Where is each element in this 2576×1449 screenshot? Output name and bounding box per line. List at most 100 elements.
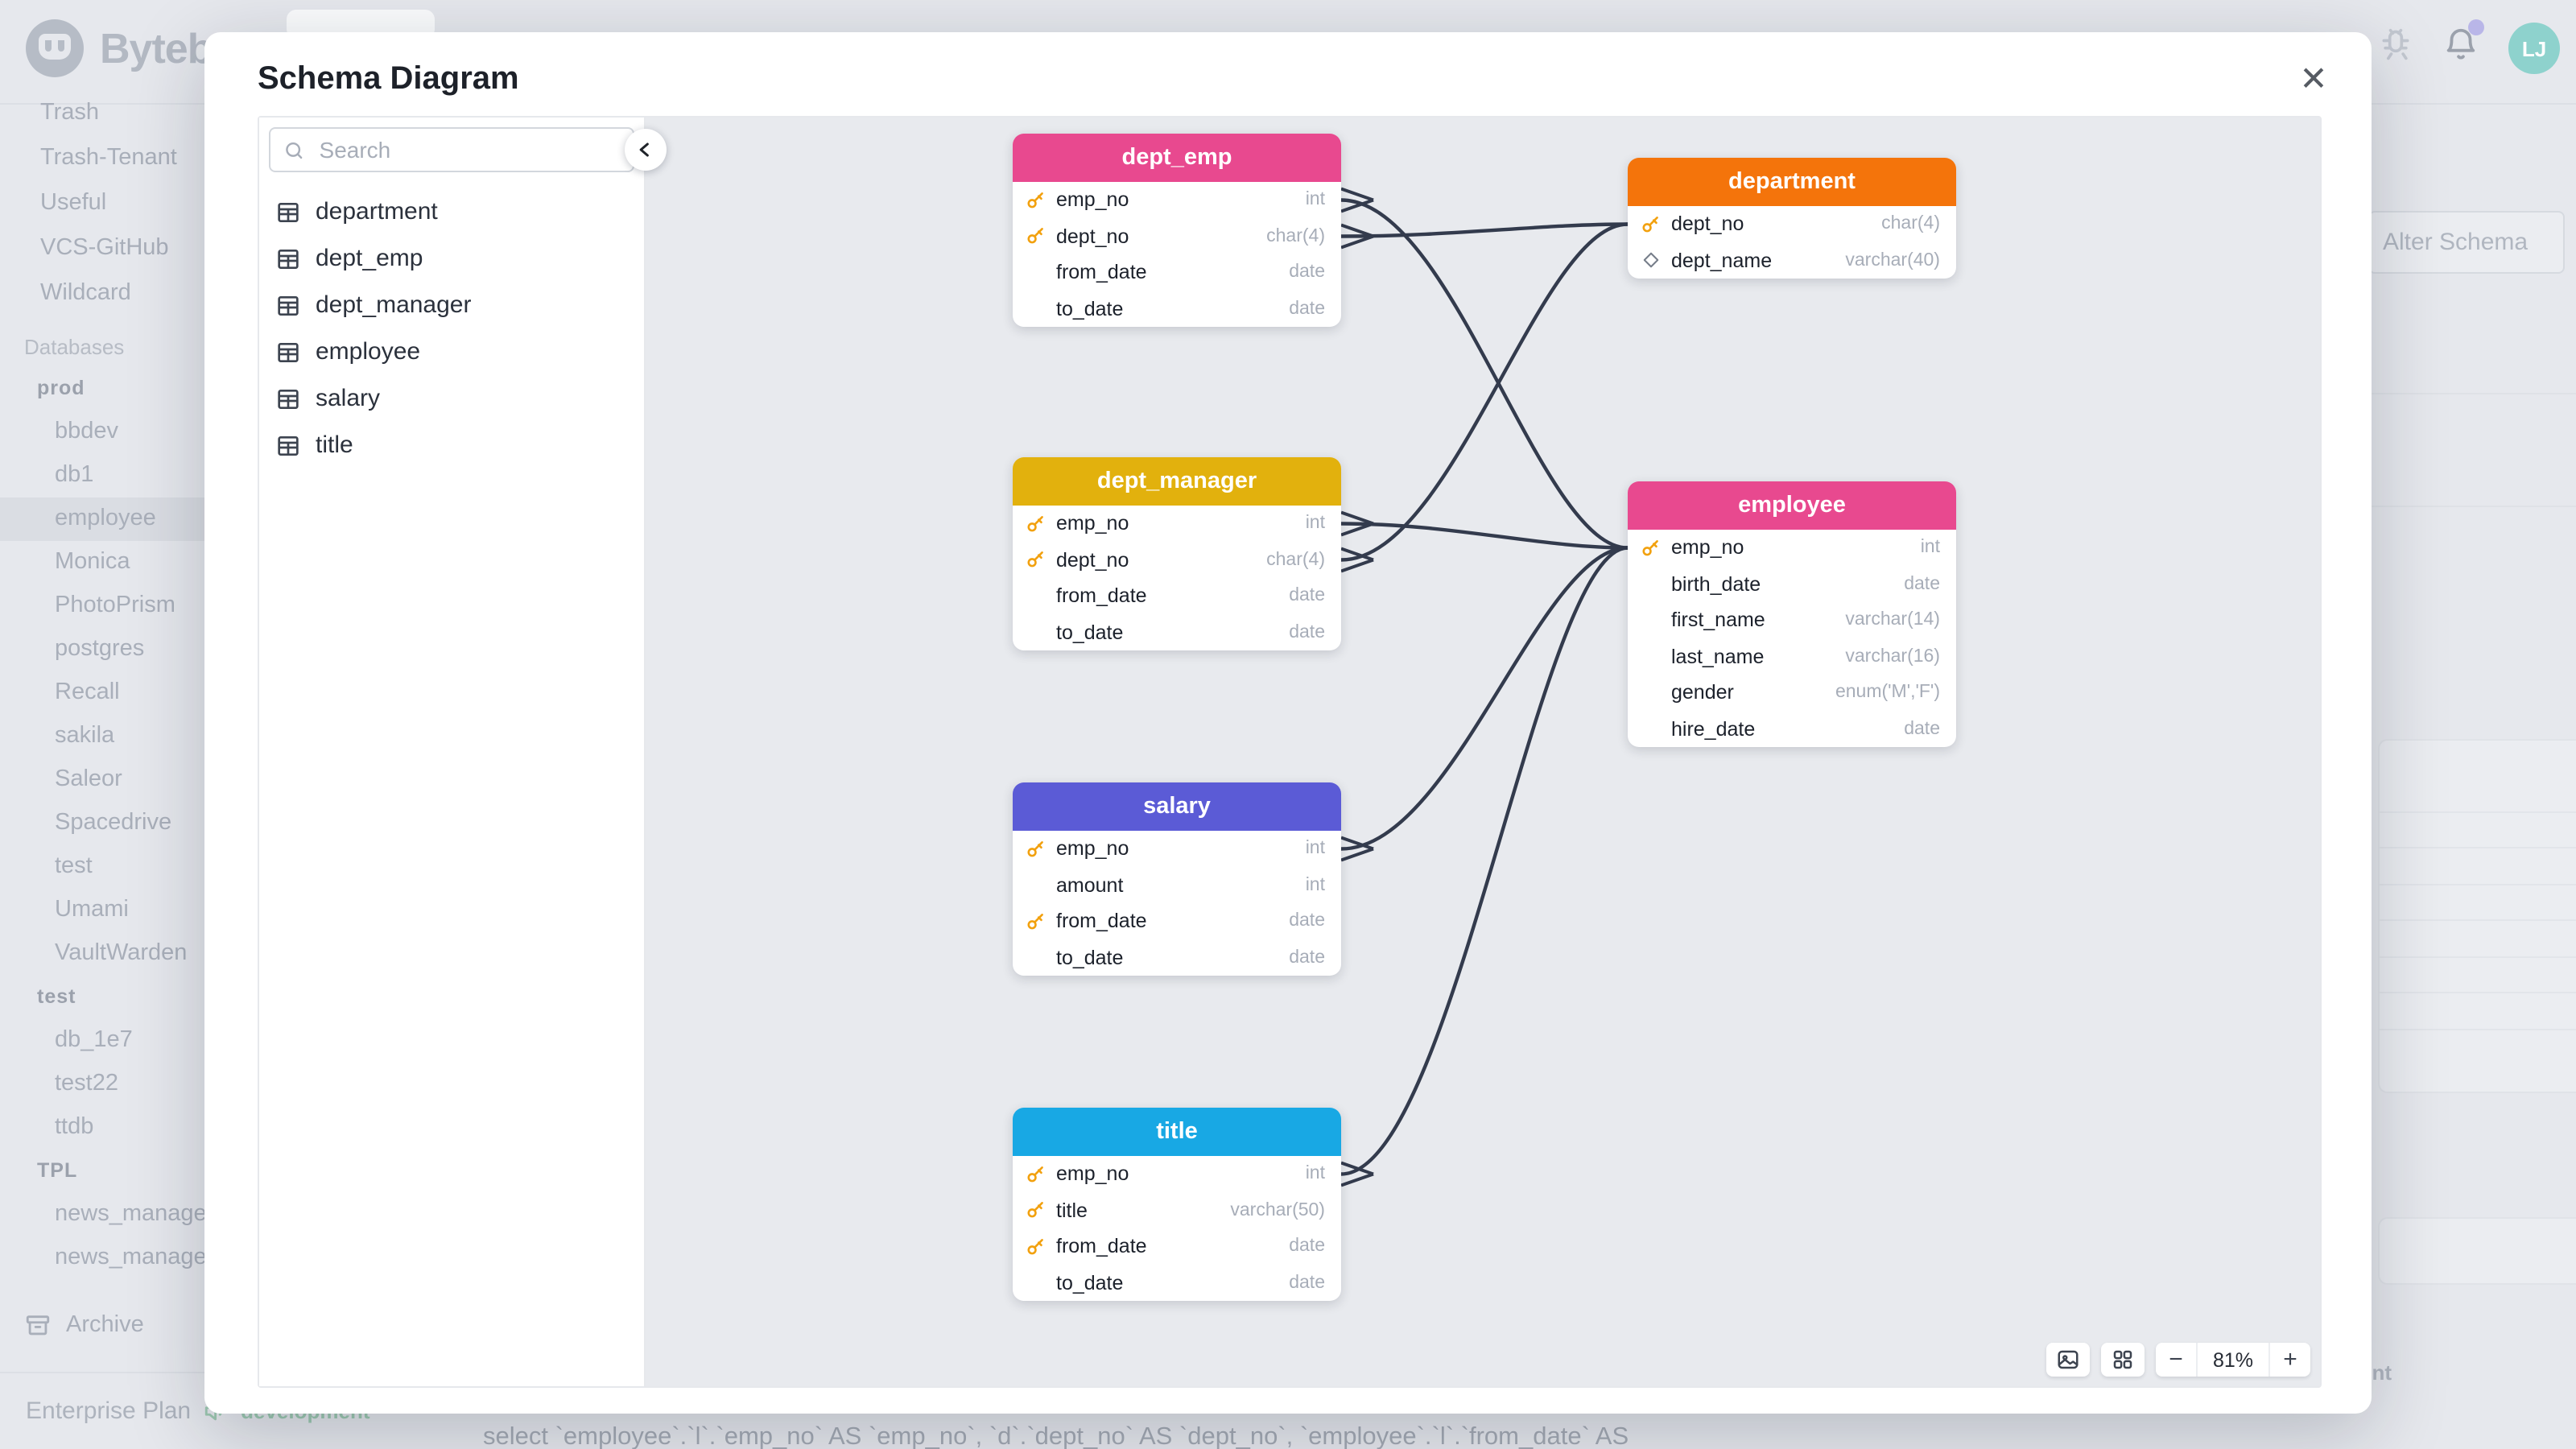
notification-dot [2468, 19, 2484, 35]
primary-key-icon [1027, 913, 1043, 929]
table-icon [278, 342, 299, 361]
sidebar-item-db-1e7[interactable]: db_1e7 [55, 1027, 133, 1053]
sidebar-item-vcs-github[interactable]: VCS-GitHub [40, 235, 169, 261]
grid-layout-icon [2113, 1350, 2132, 1369]
sidebar-item-trash-tenant[interactable]: Trash-Tenant [40, 145, 177, 171]
table-icon [278, 249, 299, 268]
primary-key-icon [1027, 1202, 1043, 1218]
primary-key-icon [1027, 551, 1043, 568]
relationship-lines [1340, 187, 1629, 1187]
bg-panel [2378, 1217, 2576, 1285]
sidebar-item-umami[interactable]: Umami [55, 897, 129, 923]
export-image-button[interactable] [2046, 1343, 2090, 1377]
sidebar-item-databases: Databases [24, 335, 125, 359]
primary-key-icon [1027, 1238, 1043, 1254]
table-header: title [1013, 1108, 1341, 1156]
sidebar-item-recall[interactable]: Recall [55, 679, 120, 705]
alter-schema-button[interactable]: Alter Schema [2368, 211, 2565, 274]
sidebar-item-wildcard[interactable]: Wildcard [40, 280, 131, 306]
table-icon [278, 295, 299, 315]
sidebar-item-saleor[interactable]: Saleor [55, 766, 122, 792]
sql-preview-text: select `employee`.`l`.`emp_no` AS `emp_n… [483, 1423, 1629, 1449]
sidebar-item-tpl[interactable]: TPL [37, 1159, 78, 1182]
sidebar-item-spacedrive[interactable]: Spacedrive [55, 810, 172, 836]
sidebar-item-useful[interactable]: Useful [40, 190, 107, 216]
table-header: employee [1628, 481, 1956, 530]
table-list-item-employee[interactable]: employee [269, 328, 634, 375]
sidebar-item-test22[interactable]: test22 [55, 1071, 118, 1096]
sidebar-item-prod[interactable]: prod [37, 377, 85, 399]
sidebar-item-news-manage[interactable]: news_manage [55, 1245, 207, 1270]
sidebar-item-bbdev[interactable]: bbdev [55, 419, 119, 444]
collapse-panel-button[interactable] [625, 129, 667, 171]
notifications-bell-icon[interactable] [2442, 19, 2484, 71]
modal-title: Schema Diagram [258, 61, 519, 97]
sidebar-item-test[interactable]: test [37, 985, 76, 1008]
primary-key-icon [1027, 515, 1043, 531]
index-diamond-icon [1643, 253, 1659, 268]
table-list-item-salary[interactable]: salary [269, 375, 634, 422]
sidebar-item-archive[interactable]: Archive [0, 1302, 242, 1348]
bug-report-icon[interactable] [2378, 27, 2413, 70]
table-list-item-dept-manager[interactable]: dept_manager [269, 282, 634, 328]
table-icon [278, 389, 299, 408]
table-list-item-title[interactable]: title [269, 422, 634, 469]
auto-layout-button[interactable] [2101, 1343, 2145, 1377]
sidebar-item-monica[interactable]: Monica [55, 549, 130, 575]
sidebar-item-news-manage[interactable]: news_manage [55, 1201, 207, 1227]
sidebar-item-vaultwarden[interactable]: VaultWarden [55, 940, 188, 966]
table-list-item-dept-emp[interactable]: dept_emp [269, 235, 634, 282]
close-icon[interactable]: ✕ [2291, 58, 2336, 103]
table-list-item-department[interactable]: department [269, 188, 634, 235]
sidebar-item-db1[interactable]: db1 [55, 462, 94, 488]
brand-name: Bytebase [100, 23, 206, 72]
sidebar-item-employee[interactable]: employee [0, 497, 242, 541]
bg-grid-panel [2378, 739, 2576, 1093]
bg-divider [2372, 393, 2576, 394]
canvas-controls: − 81% + [2046, 1343, 2310, 1377]
bytebase-logo[interactable]: Bytebase [26, 19, 206, 77]
zoom-out-button[interactable]: − [2156, 1343, 2198, 1377]
sidebar-item-ttdb[interactable]: ttdb [55, 1114, 94, 1140]
sidebar-item-test[interactable]: test [55, 853, 93, 879]
table-header: department [1628, 158, 1956, 206]
sidebar-item-trash[interactable]: Trash [40, 100, 100, 126]
table-list-label: employee [316, 338, 421, 365]
table-icon [278, 436, 299, 455]
table-list-label: dept_emp [316, 245, 423, 272]
user-avatar[interactable]: LJ [2508, 23, 2560, 74]
zoom-in-button[interactable]: + [2268, 1343, 2310, 1377]
sidebar-item-sakila[interactable]: sakila [55, 723, 115, 749]
search-icon [286, 141, 303, 159]
table-header: dept_manager [1013, 457, 1341, 506]
table-list: department dept_emp dept_manager employee sa… [269, 188, 634, 469]
table-header: salary [1013, 782, 1341, 831]
primary-key-icon [1027, 228, 1043, 244]
sidebar-item-postgres[interactable]: postgres [55, 636, 145, 662]
sidebar-item-photoprism[interactable]: PhotoPrism [55, 592, 175, 618]
search-input[interactable] [316, 135, 620, 164]
primary-key-icon [1027, 840, 1043, 857]
plan-label: Enterprise Plan [26, 1397, 192, 1425]
